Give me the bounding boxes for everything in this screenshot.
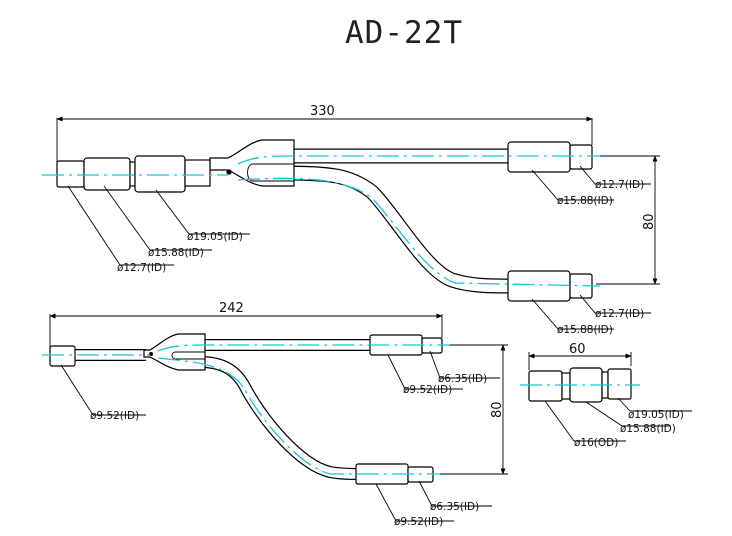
label-small-upper-outlet-large: ø9.52(ID) <box>403 384 452 396</box>
label-inlet-mid: ø15.88(ID) <box>148 247 204 259</box>
large-branch-pipe: 330 80 <box>42 104 660 336</box>
label-small-upper-outlet-small: ø6.35(ID) <box>438 373 487 385</box>
height-dimension-80: 80 <box>642 213 657 230</box>
label-upper-outlet-large: ø15.88(ID) <box>557 195 613 207</box>
label-reducer-od: ø16(OD) <box>574 437 618 449</box>
length-dimension-242: 242 <box>219 301 244 316</box>
label-small-inlet: ø9.52(ID) <box>90 410 139 422</box>
length-dimension-60: 60 <box>569 342 586 357</box>
length-dimension-330: 330 <box>310 104 335 119</box>
label-small-lower-outlet-large: ø9.52(ID) <box>394 516 443 528</box>
height-dimension-80: 80 <box>490 401 505 418</box>
label-reducer-mid: ø15.88(ID) <box>620 423 676 435</box>
reducer-fitting: 60 ø19.05(ID) ø15.88(ID) ø16(OD) <box>520 342 692 449</box>
label-reducer-large: ø19.05(ID) <box>628 409 684 421</box>
label-inlet-small: ø12.7(ID) <box>117 262 166 274</box>
label-upper-outlet-small: ø12.7(ID) <box>595 179 644 191</box>
label-inlet-large: ø19.05(ID) <box>187 231 243 243</box>
small-branch-pipe: 242 80 <box>42 301 508 528</box>
label-lower-outlet-large: ø15.88(ID) <box>557 324 613 336</box>
label-small-lower-outlet-small: ø6.35(ID) <box>430 501 479 513</box>
drawing-title: AD-22T <box>345 15 463 51</box>
label-lower-outlet-small: ø12.7(ID) <box>595 308 644 320</box>
